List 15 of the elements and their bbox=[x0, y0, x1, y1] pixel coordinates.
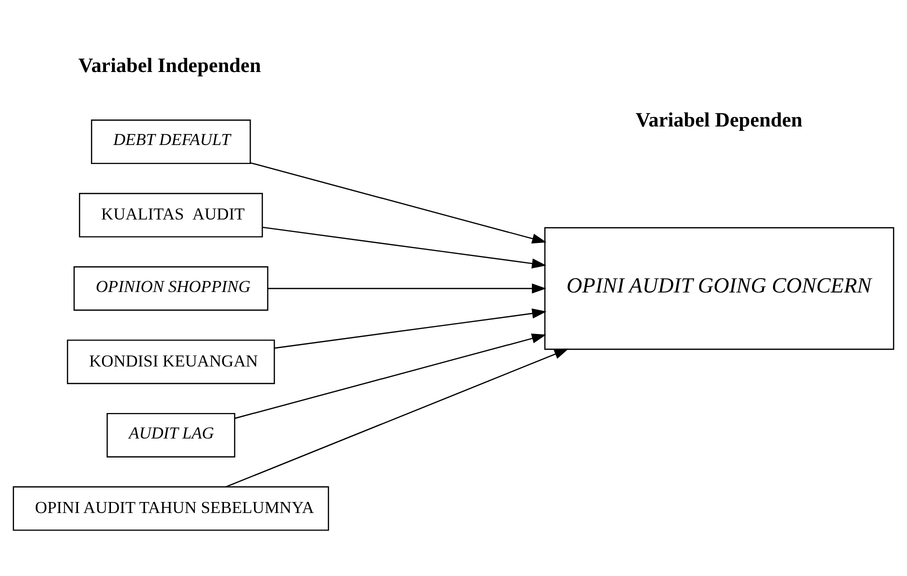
node-box: DEBT DEFAULT bbox=[90, 119, 251, 164]
node-box: OPINI AUDIT TAHUN SEBELUMNYA bbox=[12, 486, 330, 530]
label: Variabel Dependen bbox=[636, 108, 802, 131]
arrow bbox=[268, 282, 546, 294]
arrow bbox=[274, 308, 547, 348]
node-box: KONDISI KEUANGAN bbox=[66, 339, 275, 384]
node-box: OPINI AUDIT GOING CONCERN bbox=[544, 226, 894, 350]
node-box: KUALITAS AUDIT bbox=[78, 192, 263, 237]
arrow bbox=[262, 226, 546, 268]
label: Variabel Independen bbox=[78, 54, 262, 77]
arrow bbox=[234, 333, 546, 418]
arrow bbox=[250, 162, 547, 244]
node-box: AUDIT LAG bbox=[106, 412, 236, 457]
arrow bbox=[226, 348, 569, 487]
node-box: OPINION SHOPPING bbox=[74, 266, 268, 310]
